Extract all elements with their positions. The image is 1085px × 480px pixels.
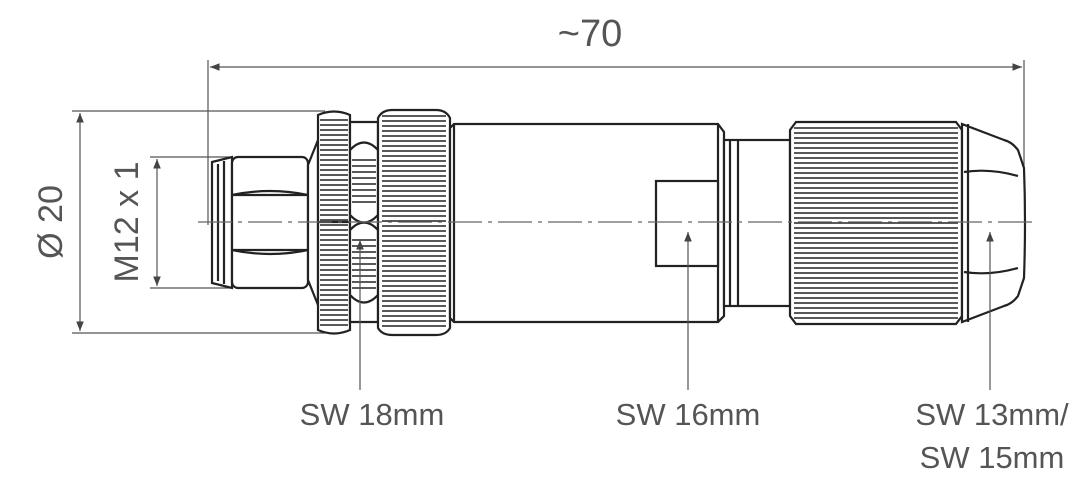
callout-sw18: SW 18mm	[300, 240, 445, 432]
callout-sw13-15: SW 13mm/ SW 15mm	[915, 232, 1069, 475]
rear-nut-knurl-pattern	[794, 127, 958, 319]
front-knurl-pattern	[320, 119, 348, 326]
neck-section	[722, 138, 792, 308]
callout-sw16: SW 16mm	[616, 232, 761, 432]
length-label: ~70	[558, 13, 622, 55]
length-dimension: ~70	[207, 13, 1025, 225]
diameter-label: Ø 20	[32, 185, 70, 259]
thread-dimension: M12 x 1	[108, 156, 232, 289]
callout-sw15-label: SW 15mm	[920, 440, 1065, 475]
main-knurled-grip	[376, 108, 452, 337]
central-sleeve	[448, 122, 726, 324]
rear-knurled-nut	[788, 120, 964, 326]
wrench-flat-sw16	[654, 179, 720, 268]
cable-gland-dome	[960, 122, 1027, 324]
coupling-nut-knurl	[352, 159, 376, 289]
front-knurled-ring	[316, 110, 352, 335]
main-grip-knurl-pattern	[382, 115, 446, 327]
callout-sw18-label: SW 18mm	[300, 397, 445, 432]
callout-sw16-label: SW 16mm	[616, 397, 761, 432]
thread-label: M12 x 1	[108, 162, 146, 283]
diameter-dimension: Ø 20	[32, 110, 325, 334]
callout-sw13-label: SW 13mm/	[915, 397, 1069, 432]
